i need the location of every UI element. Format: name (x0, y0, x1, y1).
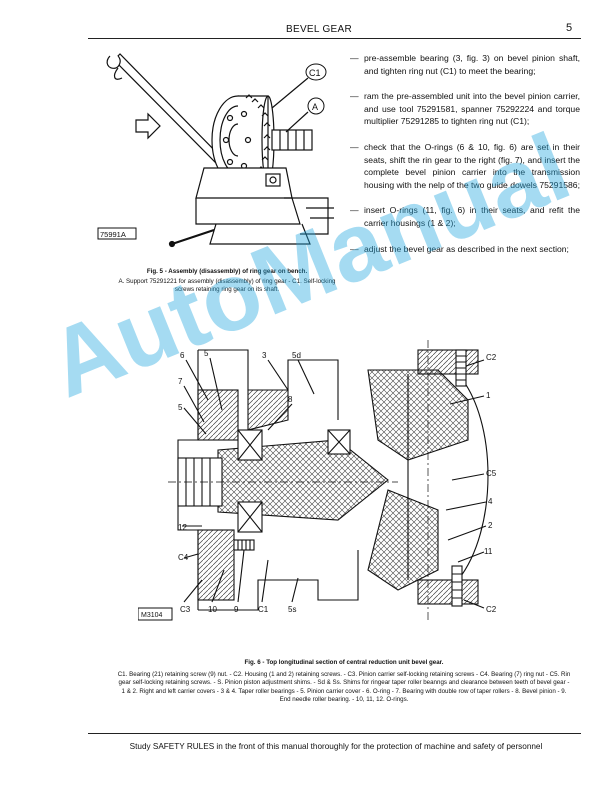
page-number: 5 (566, 22, 573, 34)
procedure-step: insert O-rings (11, fig. 6) in their sea… (350, 204, 580, 229)
procedure-steps: pre-assemble bearing (3, fig. 3) on beve… (350, 52, 580, 268)
fig6-label-3: 3 (262, 351, 267, 360)
fig6-label-c2-bottom: C2 (486, 605, 497, 614)
fig6-label-6: 6 (180, 351, 185, 360)
procedure-step: adjust the bevel gear as described in th… (350, 243, 580, 256)
fig5-label-c1: C1 (309, 68, 321, 78)
fig6-label-c4: C4 (178, 553, 189, 562)
footer-divider (88, 733, 581, 734)
figure-6-caption-title: Fig. 6 - Top longitudinal section of cen… (244, 659, 444, 666)
fig6-label-5s: 5s (288, 605, 296, 614)
fig6-label-1: 1 (486, 391, 491, 400)
figure-5-illustration: C1 A 75991A (97, 53, 334, 248)
fig6-label-2: 2 (488, 521, 493, 530)
fig6-label-8: 8 (288, 395, 293, 404)
fig6-label-c1: C1 (258, 605, 269, 614)
figure-5-caption: Fig. 5 - Assembly (disassembly) of ring … (116, 268, 338, 295)
fig6-label-5b: 5 (178, 403, 183, 412)
fig6-label-5: 5 (204, 349, 209, 358)
figure-5-caption-title: Fig. 5 - Assembly (disassembly) of ring … (146, 268, 308, 275)
figure-5-caption-body: A. Support 75291221 for assembly (disass… (118, 277, 336, 294)
header-divider (88, 38, 581, 39)
fig6-label-c3: C3 (180, 605, 191, 614)
fig6-label-11: 11 (484, 547, 493, 556)
fig5-label-a: A (312, 102, 318, 112)
header-title: BEVEL GEAR (286, 24, 352, 35)
figure-6-caption: Fig. 6 - Top longitudinal section of cen… (116, 659, 572, 705)
fig6-label-7: 7 (178, 377, 183, 386)
figure-6-section-drawing: 6 5 7 5 3 5d C2 8 1 12 C4 C5 4 2 11 C3 1… (138, 340, 497, 621)
fig6-label-4: 4 (488, 497, 493, 506)
procedure-step: check that the O-rings (6 & 10, fig. 6) … (350, 141, 580, 191)
fig6-ref-code: M3104 (141, 612, 163, 619)
footer-safety-note: Study SAFETY RULES in the front of this … (129, 742, 543, 751)
fig6-label-c2-top: C2 (486, 353, 497, 362)
procedure-step: pre-assemble bearing (3, fig. 3) on beve… (350, 52, 580, 77)
procedure-step: ram the pre-assembled unit into the beve… (350, 90, 580, 128)
fig6-label-10: 10 (208, 605, 217, 614)
fig6-label-12: 12 (178, 523, 187, 532)
figure-6-caption-body: C1. Bearing (21) retaining screw (9) nut… (117, 670, 571, 704)
fig5-ref-code: 75991A (100, 230, 126, 239)
fig6-label-9: 9 (234, 605, 239, 614)
fig6-label-5d: 5d (292, 351, 301, 360)
fig6-label-c5: C5 (486, 469, 497, 478)
